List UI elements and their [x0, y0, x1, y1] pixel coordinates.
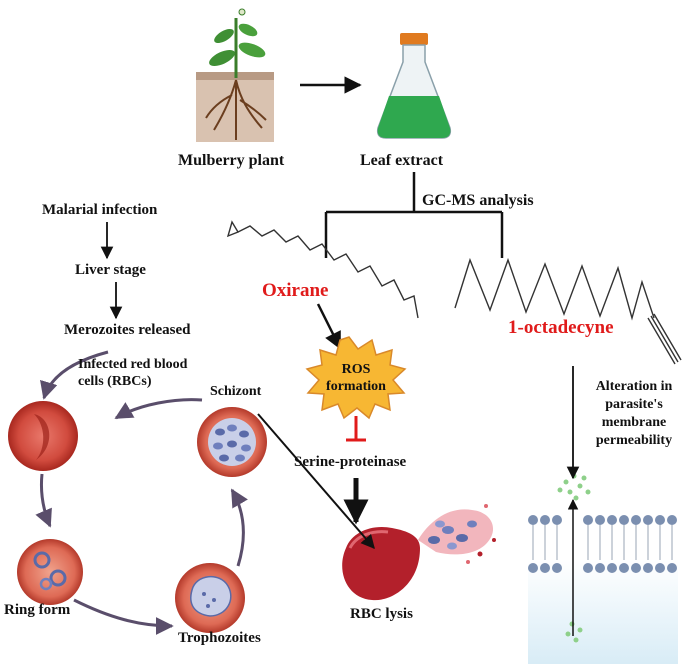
- oxirane-structure: [226, 220, 419, 319]
- merozoites-released-label: Merozoites released: [64, 322, 191, 338]
- mulberry-plant-label: Mulberry plant: [178, 152, 285, 169]
- ros-formation-label: ROS formation: [316, 361, 396, 395]
- membrane-line-2: parasite's: [605, 397, 663, 412]
- schizont-label: Schizont: [210, 384, 262, 399]
- cycle-arrows: [35, 350, 248, 635]
- infected-line-1: Infected red blood: [78, 357, 188, 372]
- ring-form-cell: [17, 539, 83, 605]
- ros-burst-shape: [305, 336, 407, 420]
- malarial-infection-label: Malarial infection: [42, 202, 158, 218]
- rbc-healthy: [8, 401, 78, 471]
- octadecyne-label: 1-octadecyne: [508, 317, 614, 338]
- leaf-extract-label: Leaf extract: [360, 152, 444, 169]
- membrane-line-3: membrane: [601, 415, 667, 430]
- trophozoites-label: Trophozoites: [178, 630, 261, 646]
- ros-line-2: formation: [326, 379, 386, 394]
- infected-rbc-label: Infected red blood cells (RBCs): [78, 356, 187, 390]
- serine-proteinase-label: Serine-proteinase: [294, 454, 407, 470]
- membrane-illustration: [528, 473, 678, 664]
- octadecyne-structure: [454, 257, 682, 365]
- rbc-lysis-label: RBC lysis: [350, 606, 413, 622]
- rbc-lysis-illustration: [342, 504, 496, 601]
- flask-illustration: [376, 33, 452, 139]
- membrane-line-4: permeability: [595, 433, 673, 448]
- ring-form-label: Ring form: [4, 602, 71, 618]
- gcms-analysis-label: GC-MS analysis: [422, 192, 534, 209]
- membrane-line-1: Alteration in: [595, 379, 673, 394]
- membrane-permeability-label: Alteration in parasite's membrane permea…: [584, 378, 684, 450]
- trophozoite-cell: [175, 563, 245, 633]
- liver-stage-label: Liver stage: [75, 262, 146, 278]
- schizont-cell: [197, 407, 267, 477]
- ros-line-1: ROS: [341, 362, 371, 377]
- arrow-schizont-to-lysis: [257, 413, 375, 550]
- gcms-bracket: [324, 172, 504, 258]
- mulberry-plant-illustration: [196, 8, 274, 142]
- oxirane-label: Oxirane: [262, 280, 329, 301]
- infected-line-2: cells (RBCs): [78, 374, 152, 389]
- arrow-oxirane-to-ros: [316, 303, 342, 350]
